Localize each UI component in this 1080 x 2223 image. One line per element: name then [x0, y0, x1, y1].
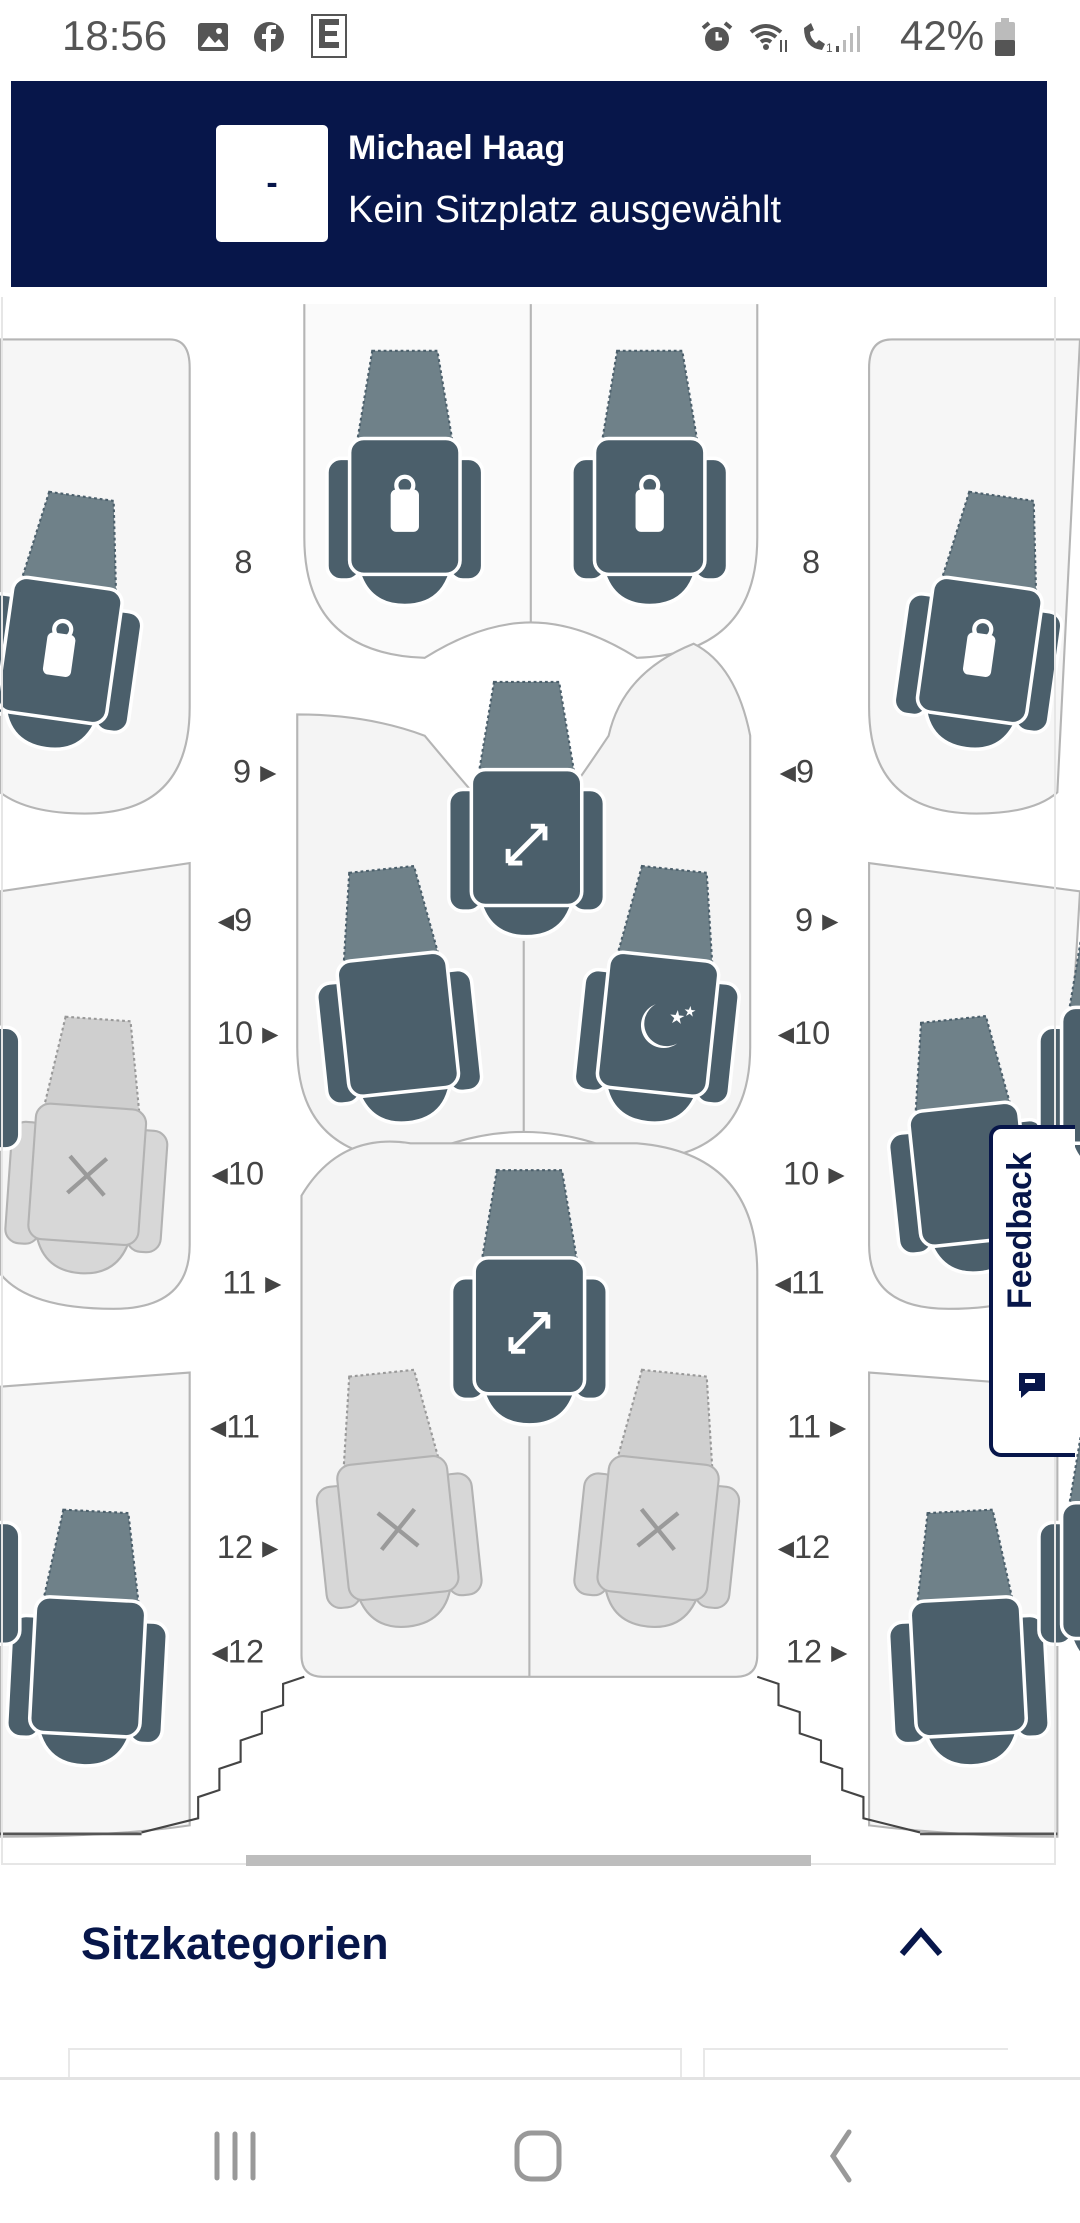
- row-label: 12 ▸: [786, 1634, 848, 1670]
- row-label: ◂12: [212, 1634, 265, 1670]
- alarm-icon: [701, 21, 733, 51]
- row-label: 11 ▸: [222, 1264, 282, 1300]
- row-label: ◂10: [212, 1155, 265, 1191]
- facebook-icon: [254, 22, 284, 52]
- edeka-icon: [311, 14, 347, 58]
- clock: 18:56: [62, 12, 168, 59]
- row-label: 12 ▸: [217, 1529, 279, 1565]
- feedback-icon: [1019, 1373, 1045, 1398]
- row-label: 11 ▸: [787, 1409, 847, 1445]
- wifi-call-icon: 1: [804, 23, 860, 54]
- seat-badge: -: [216, 125, 328, 242]
- row-label: ◂9: [780, 753, 814, 789]
- gallery-icon: [198, 23, 228, 51]
- battery-icon: [995, 18, 1015, 56]
- row-label: 8: [802, 544, 820, 580]
- seat-9-center[interactable]: [446, 680, 607, 939]
- recent-apps-icon[interactable]: [200, 2120, 270, 2190]
- system-nav-bar: [0, 2077, 1080, 2223]
- row-label: ◂9: [218, 902, 252, 938]
- row-label: ◂11: [210, 1409, 260, 1445]
- row-label: 10 ▸: [783, 1155, 845, 1191]
- category-card[interactable]: [703, 2048, 1008, 2090]
- horizontal-scrollbar[interactable]: [246, 1855, 811, 1866]
- back-icon[interactable]: [805, 2120, 875, 2190]
- svg-text:1: 1: [826, 41, 833, 54]
- battery-percent: 42%: [900, 12, 985, 59]
- row-label: ◂10: [778, 1015, 831, 1051]
- row-label: ◂11: [775, 1264, 825, 1300]
- passenger-header: - Michael Haag Kein Sitzplatz ausgewählt: [11, 81, 1047, 287]
- feedback-label: Feedback: [1001, 1152, 1039, 1309]
- row-label: 8: [234, 544, 252, 580]
- row-label: 9 ▸: [233, 753, 277, 789]
- row-label: 10 ▸: [217, 1015, 279, 1051]
- status-bar: 18:56 1 42%: [0, 0, 1080, 75]
- chevron-up-icon[interactable]: [896, 1922, 946, 1962]
- feedback-button[interactable]: Feedback: [989, 1125, 1075, 1457]
- categories-title: Sitzkategorien: [81, 1918, 389, 1969]
- wifi-icon: [749, 24, 787, 52]
- home-icon[interactable]: [503, 2120, 573, 2190]
- seat-status: Kein Sitzplatz ausgewählt: [348, 189, 782, 231]
- seat-map[interactable]: ★★ 8 9 ▸ ◂9 10 ▸ ◂10: [0, 297, 1080, 1865]
- row-label: ◂12: [778, 1529, 831, 1565]
- row-label: 9 ▸: [795, 902, 839, 938]
- category-card[interactable]: [68, 2048, 682, 2090]
- passenger-name: Michael Haag: [348, 129, 566, 167]
